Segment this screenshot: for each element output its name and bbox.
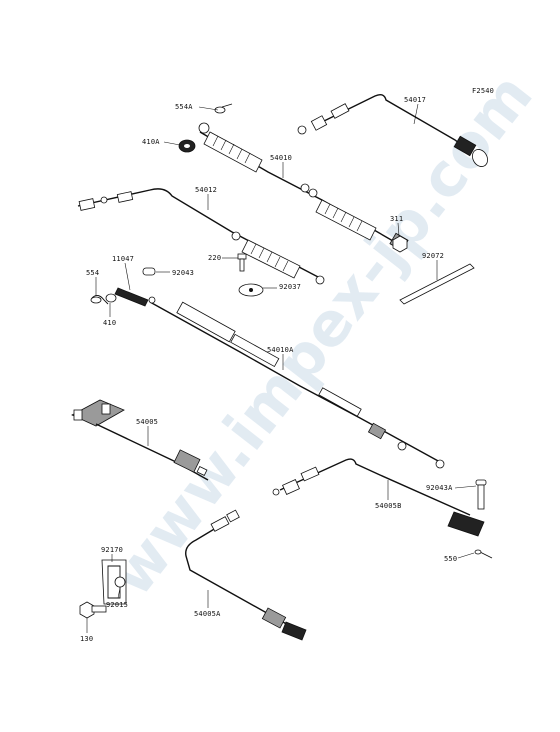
- label-92043A: 92043A: [426, 484, 453, 492]
- boot-upper: [203, 131, 263, 173]
- label-92037: 92037: [279, 283, 301, 291]
- label-11047: 11047: [112, 255, 134, 263]
- label-54005A: 54005A: [194, 610, 221, 618]
- clip-554: [90, 295, 109, 305]
- label-550: 550: [444, 555, 457, 563]
- pin-92043: [142, 267, 156, 276]
- label-220: 220: [208, 254, 221, 262]
- label-92072: 92072: [422, 252, 444, 260]
- lever-54005: [71, 399, 125, 427]
- label-92170: 92170: [101, 546, 123, 554]
- label-92015: 92015: [106, 601, 128, 609]
- strap-92072: [399, 263, 475, 305]
- label-54005: 54005: [136, 418, 158, 426]
- nut-92015: [114, 576, 126, 588]
- cable-54017: [297, 93, 488, 167]
- label-554A: 554A: [175, 103, 193, 111]
- label-54012: 54012: [195, 186, 217, 194]
- boot-lower: [315, 199, 377, 241]
- clip-554A: [214, 103, 233, 114]
- label-54017: 54017: [404, 96, 426, 104]
- cable-54010A: [148, 296, 445, 469]
- label-54010A: 54010A: [267, 346, 294, 354]
- label-54005B: 54005B: [375, 502, 402, 510]
- bolt-220: [237, 253, 247, 272]
- washer-410: [105, 293, 117, 303]
- cable-54005: [71, 399, 209, 481]
- bolt-130: [79, 601, 107, 619]
- bracket-11047: [114, 287, 149, 307]
- cable-54005A: [185, 509, 307, 641]
- cable-54005B: [272, 458, 485, 537]
- nut-311: [392, 235, 408, 253]
- washer-410A: [178, 139, 196, 153]
- pin-92043A: [475, 479, 487, 510]
- label-130: 130: [80, 635, 93, 643]
- label-92043: 92043: [172, 269, 194, 277]
- cable-54012: [77, 188, 325, 285]
- label-410A: 410A: [142, 138, 160, 146]
- label-410: 410: [103, 319, 116, 327]
- bracket-92170: [101, 559, 127, 605]
- label-311: 311: [390, 215, 403, 223]
- figure-code: F2540: [472, 87, 494, 95]
- label-554: 554: [86, 269, 99, 277]
- clamp-92037: [238, 283, 264, 297]
- boot-54012: [241, 239, 301, 279]
- label-54010: 54010: [270, 154, 292, 162]
- pin-550: [474, 549, 493, 559]
